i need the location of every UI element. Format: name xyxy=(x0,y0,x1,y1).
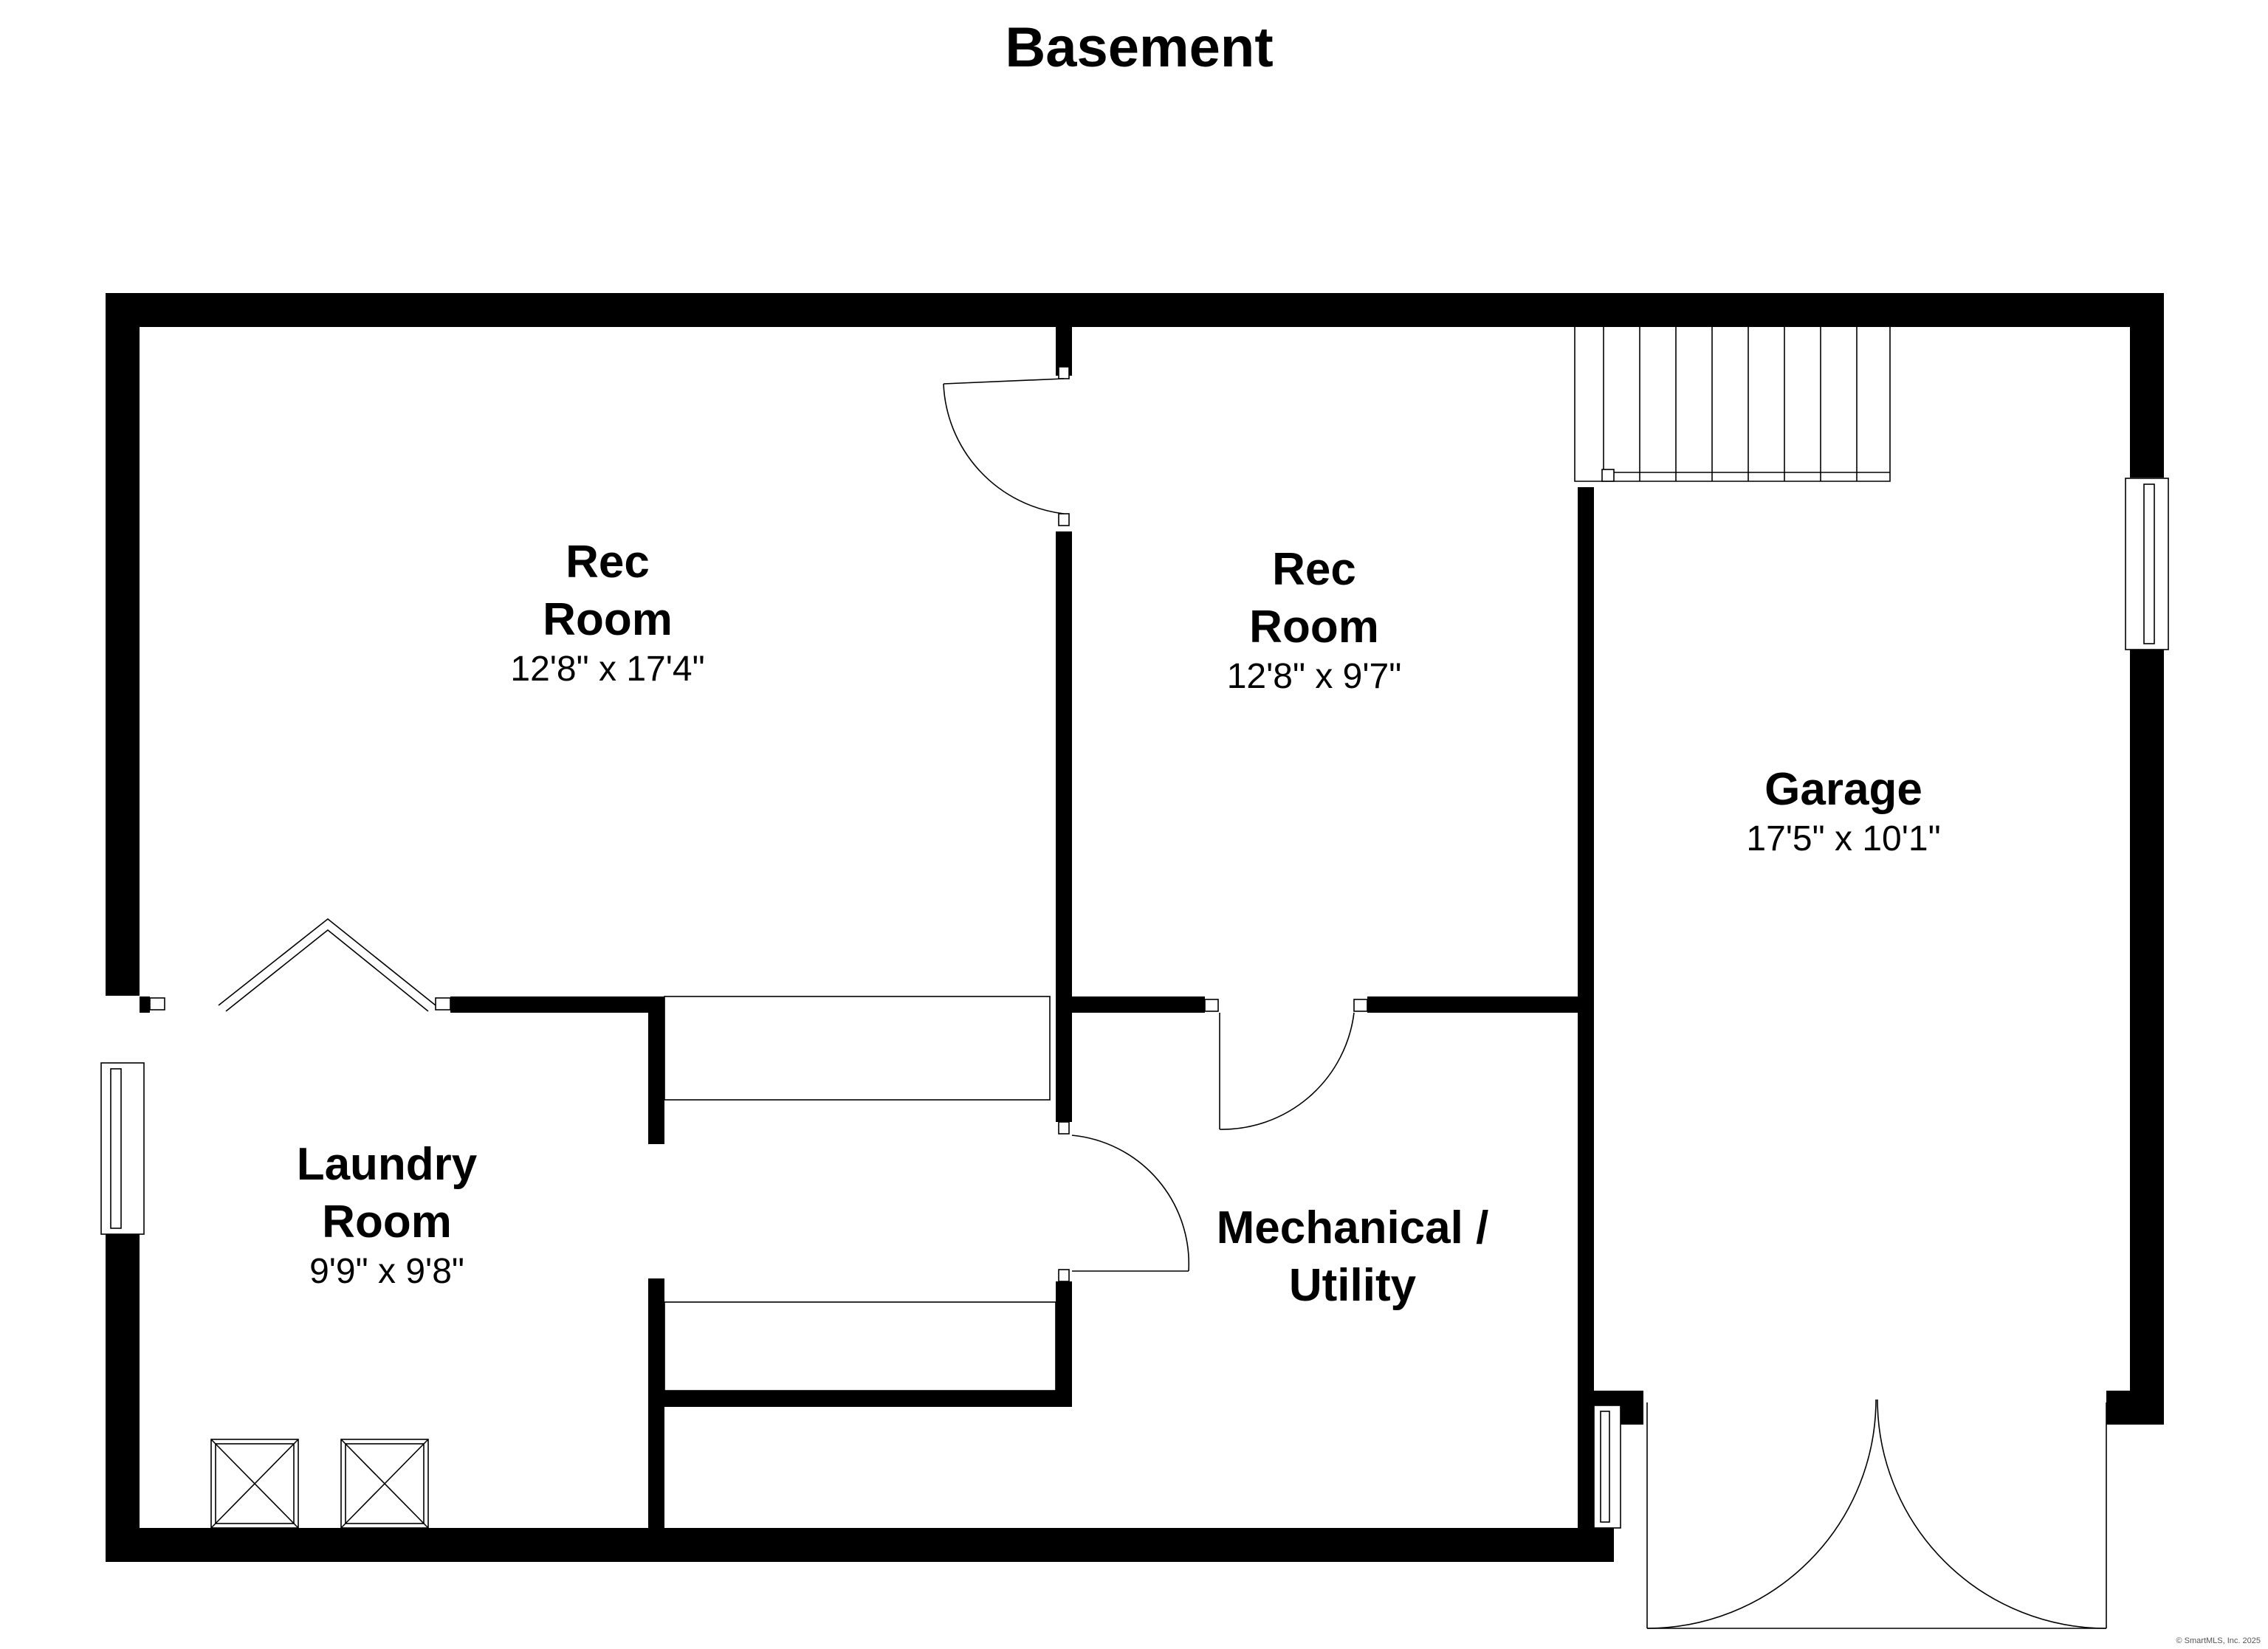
bifold-door-laundry xyxy=(149,918,451,1012)
dryer-icon xyxy=(340,1439,429,1529)
svg-text:Mechanical /: Mechanical / xyxy=(1217,1202,1489,1253)
svg-text:9'9" x 9'8": 9'9" x 9'8" xyxy=(309,1252,464,1291)
svg-text:Rec: Rec xyxy=(1272,544,1356,595)
svg-text:Room: Room xyxy=(322,1197,452,1247)
staircase xyxy=(1574,327,1891,482)
window-mechanical xyxy=(1593,1405,1621,1529)
window-garage-right xyxy=(2125,478,2169,650)
plan-title: Basement xyxy=(1005,16,1273,79)
closet-shelving xyxy=(664,996,1056,1391)
room-label-mechanical-utility: Mechanical / Utility xyxy=(1217,1202,1489,1311)
room-label-laundry-room: Laundry Room 9'9" x 9'8" xyxy=(297,1139,478,1291)
door-closet xyxy=(1058,1121,1190,1282)
svg-text:Room: Room xyxy=(543,594,673,645)
washer-icon xyxy=(210,1439,299,1529)
svg-text:Laundry: Laundry xyxy=(297,1139,478,1190)
interior-walls xyxy=(140,327,1594,1528)
copyright-notice: © SmartMLS, Inc. 2025 xyxy=(2176,1636,2261,1645)
svg-text:Room: Room xyxy=(1249,602,1379,653)
door-mechanical xyxy=(1204,999,1368,1130)
svg-text:12'8" x 9'7": 12'8" x 9'7" xyxy=(1227,657,1402,696)
svg-text:Utility: Utility xyxy=(1289,1260,1417,1311)
window-laundry xyxy=(100,1062,145,1235)
garage-double-door xyxy=(1646,1399,2107,1629)
svg-text:12'8" x 17'4": 12'8" x 17'4" xyxy=(510,650,704,689)
svg-text:17'5" x 10'1": 17'5" x 10'1" xyxy=(1746,819,1940,858)
exterior-walls xyxy=(106,293,2164,1562)
svg-text:Garage: Garage xyxy=(1764,764,1922,815)
room-label-rec-room-2: Rec Room 12'8" x 9'7" xyxy=(1227,544,1402,696)
room-label-rec-room-1: Rec Room 12'8" x 17'4" xyxy=(510,537,704,689)
room-label-garage: Garage 17'5" x 10'1" xyxy=(1746,764,1940,858)
svg-text:Rec: Rec xyxy=(566,537,650,588)
door-rec-rooms xyxy=(943,366,1070,526)
